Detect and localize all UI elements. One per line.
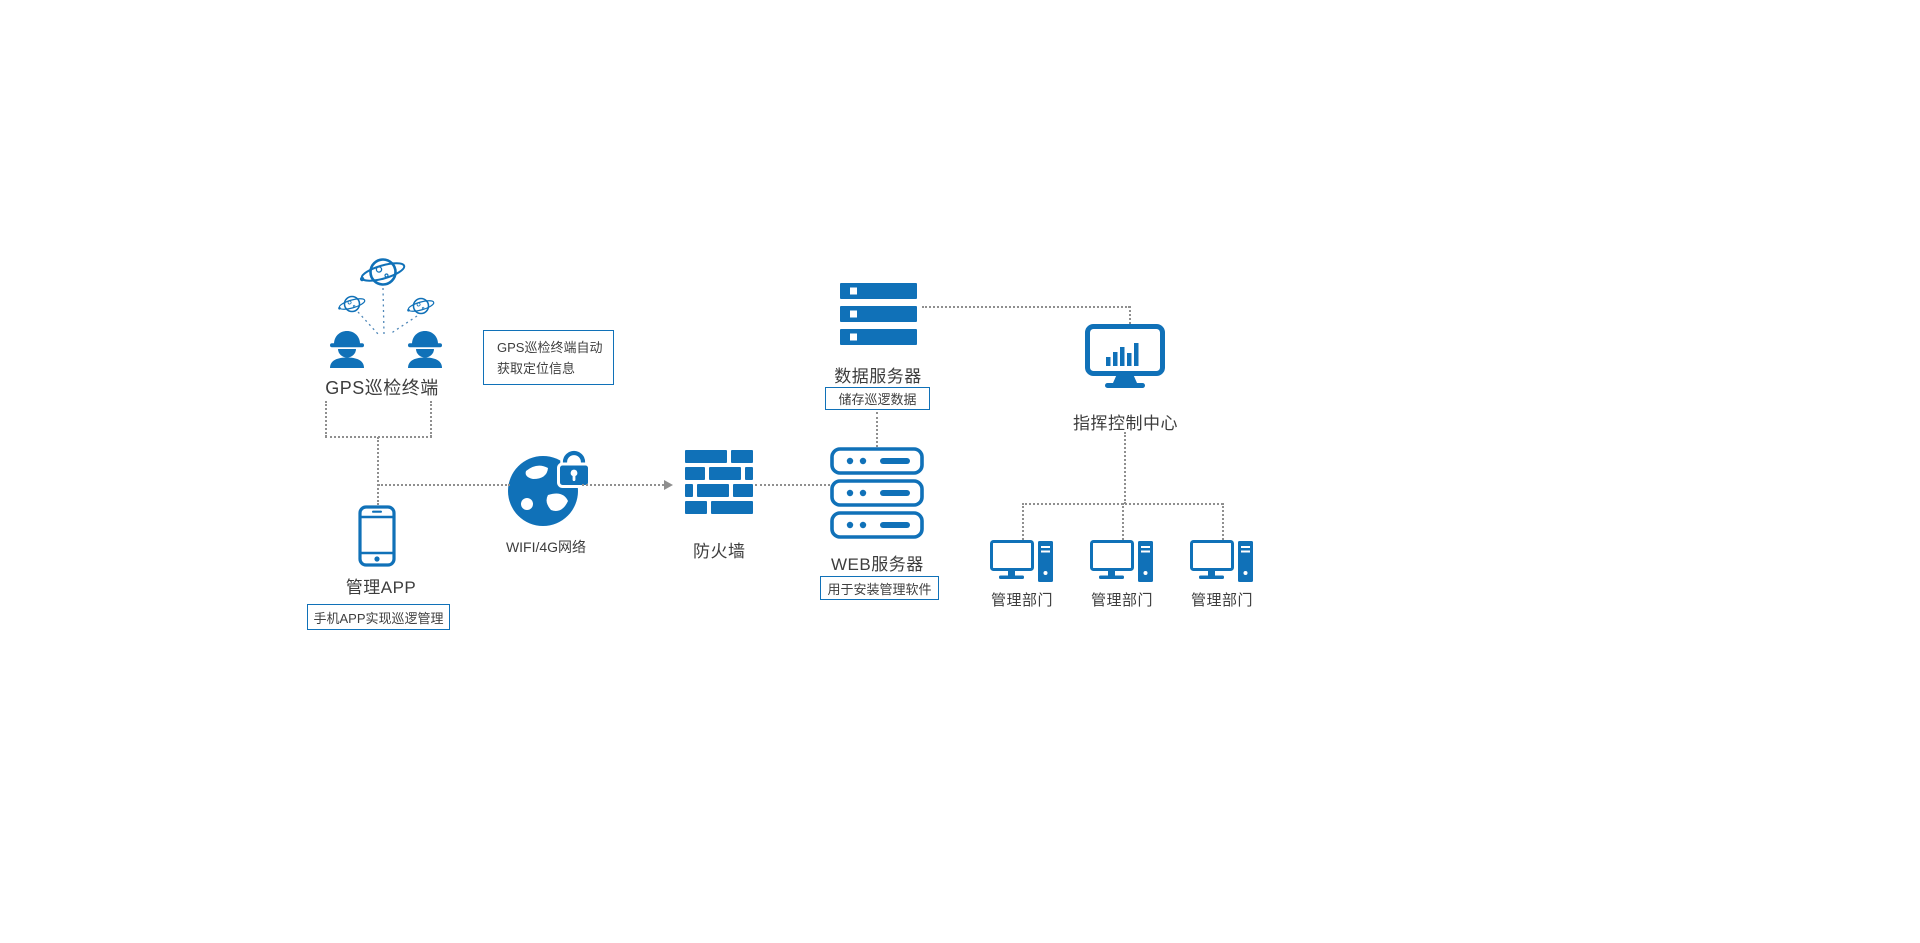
department-label: 管理部门 xyxy=(990,592,1053,609)
app-note-text: 手机APP实现巡逻管理 xyxy=(313,610,444,626)
connector-gps-right xyxy=(430,401,432,437)
lock-icon xyxy=(557,448,591,488)
connector-app-to-network xyxy=(378,484,510,486)
firewall-label: 防火墙 xyxy=(693,542,746,561)
gps-terminal-icon xyxy=(330,258,442,368)
arrow-right-icon xyxy=(664,480,673,490)
app-note-box: 手机APP实现巡逻管理 xyxy=(307,604,450,630)
satellite-icon xyxy=(405,297,436,315)
department-label: 管理部门 xyxy=(1090,592,1153,609)
command-center-icon xyxy=(1085,324,1165,388)
department-computer-icon xyxy=(1090,540,1153,582)
connector-webserver-to-dataserver xyxy=(876,412,878,447)
gps-terminal-label: GPS巡检终端 xyxy=(325,378,439,398)
gps-note-box: GPS巡检终端自动 获取定位信息 xyxy=(483,330,614,385)
connector-gps-left xyxy=(325,401,327,437)
phone-icon xyxy=(358,505,396,567)
connector-dataserver-to-command-h xyxy=(922,306,1130,308)
command-center-label: 指挥控制中心 xyxy=(1073,414,1178,433)
data-server-label: 数据服务器 xyxy=(834,367,922,386)
department-label: 管理部门 xyxy=(1190,592,1253,609)
web-server-note-box: 用于安装管理软件 xyxy=(820,576,939,600)
department-computer-icon xyxy=(1190,540,1253,582)
network-label: WIFI/4G网络 xyxy=(505,539,587,555)
connector-firewall-to-webserver xyxy=(755,484,830,486)
connector-department-3 xyxy=(1222,503,1224,540)
web-server-icon xyxy=(830,447,924,539)
web-server-note-text: 用于安装管理软件 xyxy=(827,581,932,597)
connector-network-to-firewall xyxy=(582,484,664,486)
gps-signal-lines xyxy=(357,287,418,335)
connector-department-1 xyxy=(1022,503,1024,540)
connector-command-down xyxy=(1124,432,1126,504)
department-computer-icon xyxy=(990,540,1053,582)
satellite-icon xyxy=(356,258,408,287)
firewall-icon xyxy=(685,450,753,514)
connector-gps-to-app xyxy=(377,437,379,505)
data-server-note-box: 储存巡逻数据 xyxy=(825,387,930,410)
management-app-label: 管理APP xyxy=(345,578,417,597)
worker-icon xyxy=(408,331,442,368)
satellite-icon xyxy=(336,295,367,313)
web-server-label: WEB服务器 xyxy=(831,555,924,574)
gps-note-line2: 获取定位信息 xyxy=(497,360,576,376)
bar-chart-icon xyxy=(1106,343,1139,366)
connector-dataserver-to-command-v xyxy=(1129,306,1131,324)
gps-note-line1: GPS巡检终端自动 xyxy=(497,339,603,355)
data-server-note-text: 储存巡逻数据 xyxy=(838,392,917,407)
worker-icon xyxy=(330,331,364,368)
connector-department-2 xyxy=(1122,503,1124,540)
data-server-icon xyxy=(840,283,917,345)
network-globe-icon xyxy=(508,448,591,526)
